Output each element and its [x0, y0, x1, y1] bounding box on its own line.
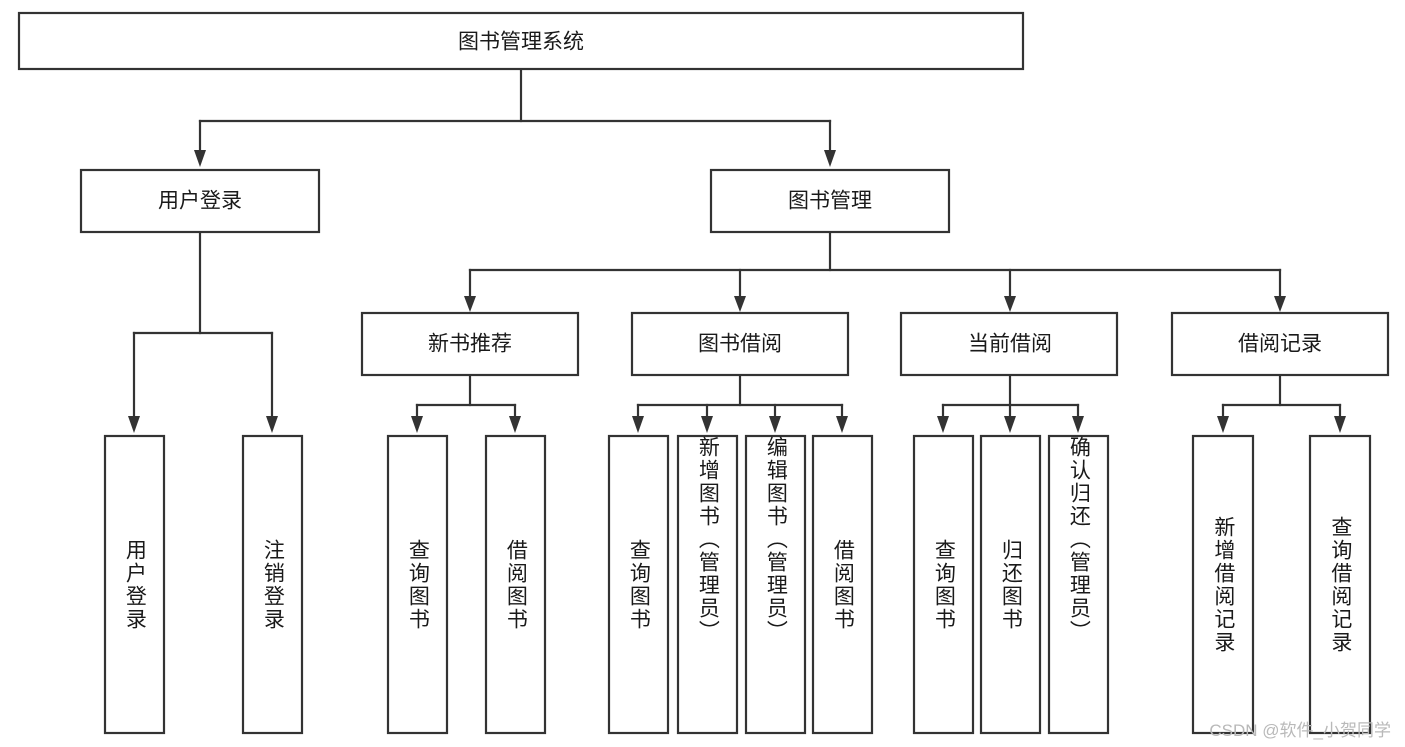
arrow-user-login-c1 — [266, 416, 278, 433]
node-new-book-rec-box[interactable] — [360, 311, 580, 377]
arrow-new-book-rec-c0 — [411, 416, 423, 433]
node-current-borrow-label: 当前借阅 — [968, 333, 1052, 356]
node-current-borrow-box[interactable] — [899, 311, 1119, 377]
leaf-user-login-1-box[interactable] — [241, 434, 304, 735]
arrow-book-manage-c3 — [1274, 296, 1286, 312]
arrow-borrow-record-c0 — [1217, 416, 1229, 433]
connector-group-current-borrow — [937, 373, 1084, 433]
arrow-current-borrow-c1 — [1004, 416, 1016, 433]
leaf-new-book-rec-1-box[interactable] — [484, 434, 547, 735]
leaf-current-borrow-2-box[interactable] — [1047, 434, 1110, 735]
arrow-book-manage-c2 — [1004, 296, 1016, 312]
arrow-user-login-c0 — [128, 416, 140, 433]
arrow-root-to-book-manage — [824, 150, 836, 167]
node-new-book-rec-label: 新书推荐 — [428, 333, 512, 356]
leaf-user-login-0-box[interactable] — [103, 434, 166, 735]
node-book-borrow-label: 图书借阅 — [698, 333, 782, 356]
node-borrow-record-box[interactable] — [1170, 311, 1390, 377]
connector-group-book-borrow — [632, 373, 848, 433]
node-borrow-record-label: 借阅记录 — [1238, 333, 1322, 356]
leaf-book-borrow-2-box[interactable] — [744, 434, 807, 735]
arrow-book-manage-c0 — [464, 296, 476, 312]
connector-group-new-book-rec — [411, 373, 521, 433]
csdn-watermark: CSDN @软件_小贺同学 — [1209, 721, 1391, 740]
leaf-book-borrow-3-box[interactable] — [811, 434, 874, 735]
arrow-borrow-record-c1 — [1334, 416, 1346, 433]
node-root-label: 图书管理系统 — [458, 31, 584, 54]
arrow-root-to-user-login — [194, 150, 206, 167]
leaf-book-borrow-1-box[interactable] — [676, 434, 739, 735]
connector-group-book-manage — [464, 230, 1286, 312]
leaf-current-borrow-0-box[interactable] — [912, 434, 975, 735]
arrow-new-book-rec-c1 — [509, 416, 521, 433]
arrow-book-borrow-c2 — [769, 416, 781, 433]
arrow-current-borrow-c0 — [937, 416, 949, 433]
connector-group-user-login — [128, 230, 278, 433]
node-book-manage-box[interactable] — [709, 168, 951, 234]
connector-group-root — [194, 67, 836, 167]
node-root-box[interactable] — [17, 11, 1025, 71]
arrow-book-borrow-c3 — [836, 416, 848, 433]
leaf-current-borrow-1-box[interactable] — [979, 434, 1042, 735]
node-book-borrow-box[interactable] — [630, 311, 850, 377]
node-user-login-label: 用户登录 — [158, 190, 242, 213]
arrow-book-borrow-c0 — [632, 416, 644, 433]
leaf-borrow-record-1-box[interactable] — [1308, 434, 1372, 735]
arrow-book-borrow-c1 — [701, 416, 713, 433]
arrow-current-borrow-c2 — [1072, 416, 1084, 433]
arrow-book-manage-c1 — [734, 296, 746, 312]
node-book-manage-label: 图书管理 — [788, 190, 872, 213]
leaf-new-book-rec-0-box[interactable] — [386, 434, 449, 735]
connector-group-borrow-record — [1217, 373, 1346, 433]
leaf-borrow-record-0-box[interactable] — [1191, 434, 1255, 735]
leaf-book-borrow-0-box[interactable] — [607, 434, 670, 735]
node-user-login-box[interactable] — [79, 168, 321, 234]
